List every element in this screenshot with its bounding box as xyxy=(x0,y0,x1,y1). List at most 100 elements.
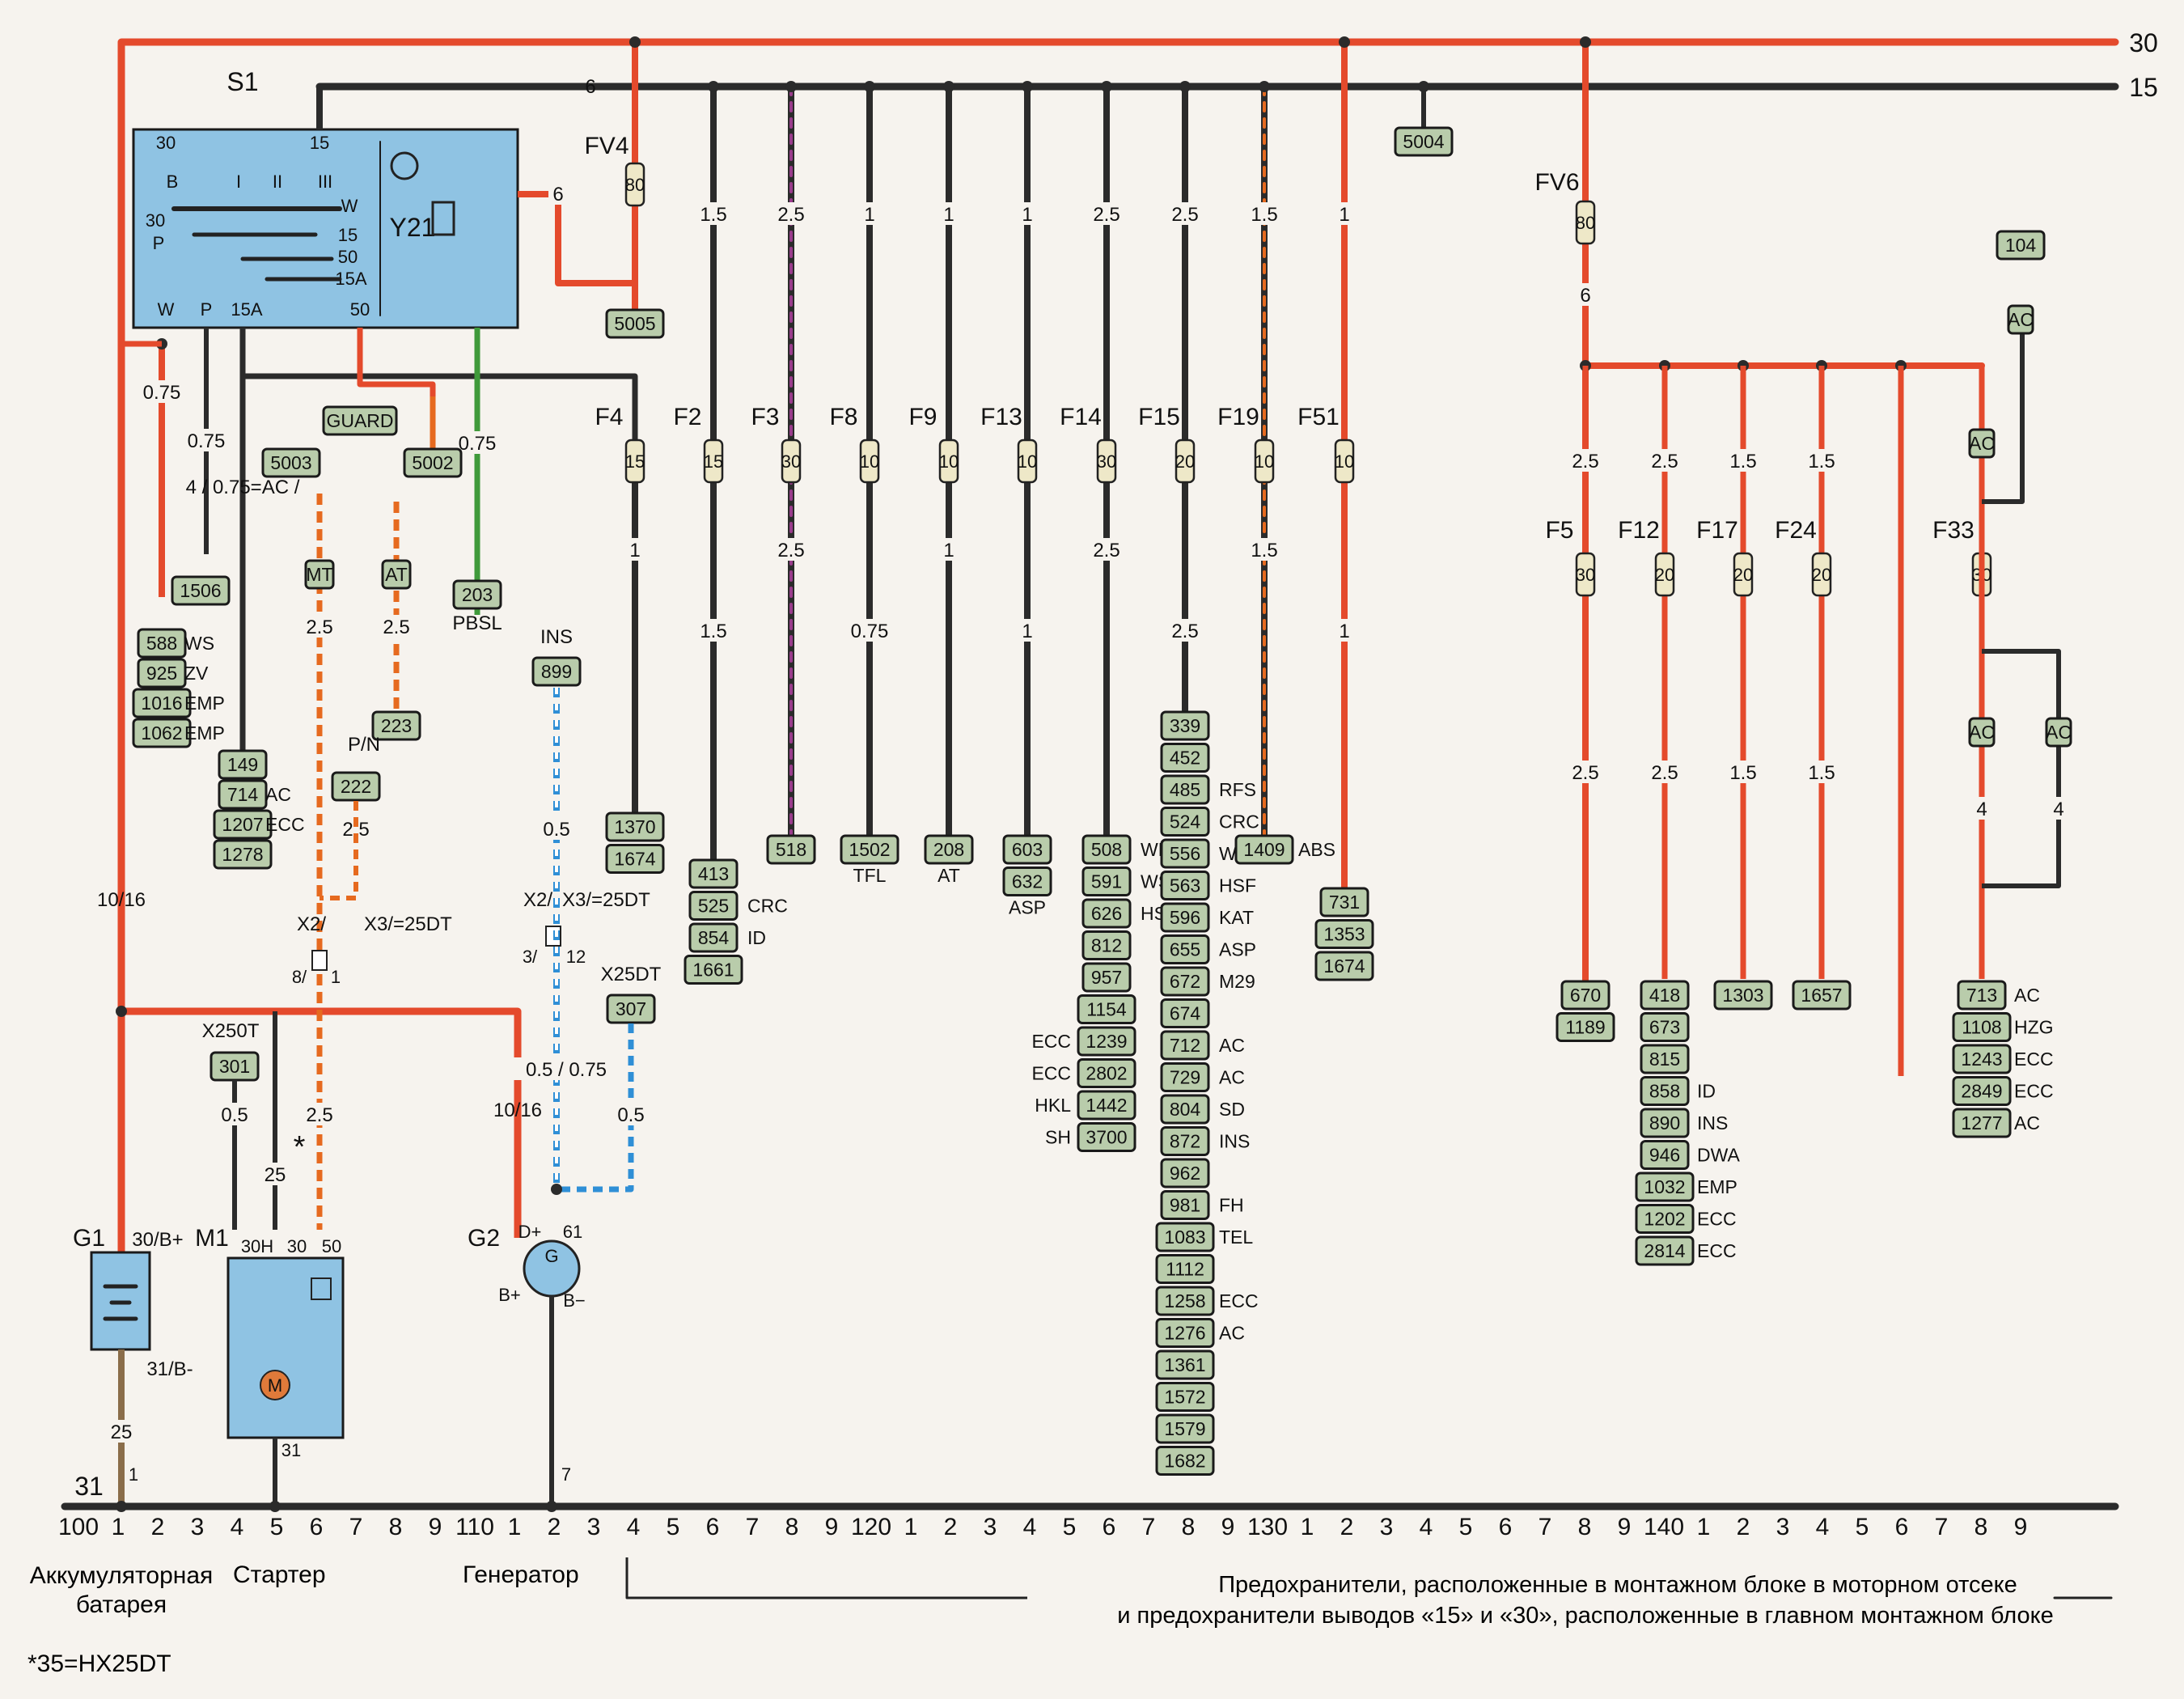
wire-label: 4 xyxy=(1976,799,1987,820)
connector-tag-981-box xyxy=(1160,1190,1210,1220)
wire-label: 0.5 xyxy=(221,1104,248,1126)
junction xyxy=(629,36,641,48)
connector-tag-815-box xyxy=(1640,1044,1690,1074)
wire-label: 6 xyxy=(552,184,563,205)
fuse-f15-body xyxy=(1175,439,1196,484)
connector-tag-713: 713 xyxy=(1966,985,1997,1006)
connector-tag-588-box xyxy=(137,628,187,659)
fuse-f8-body xyxy=(859,439,880,484)
scale-tick-label: 3 xyxy=(1776,1514,1790,1540)
x25dt-wire xyxy=(557,1023,634,1193)
scale-tick-label: 8 xyxy=(389,1514,403,1540)
scale-tick-label: 9 xyxy=(1618,1514,1632,1540)
tag-label: HSF xyxy=(1219,875,1256,896)
tag-label: ZV xyxy=(184,663,209,684)
scale-tick-label: 3 xyxy=(984,1514,997,1540)
tag-label: ASP xyxy=(1009,897,1046,918)
junction xyxy=(1101,81,1112,92)
scale-tick-label: 110 xyxy=(455,1514,494,1540)
rail-31-label: 31 xyxy=(74,1472,104,1501)
tag-label: ASP xyxy=(1219,939,1256,960)
tag-label: KAT xyxy=(1219,907,1254,928)
scale-tick-label: 1 xyxy=(112,1514,125,1540)
wire-label: 1 xyxy=(943,540,954,561)
wire-label-bg xyxy=(1245,202,1284,225)
terminal-label: 50 xyxy=(338,247,358,267)
connector-tag-1189: 1189 xyxy=(1565,1017,1605,1038)
connector-label: X2/ xyxy=(523,889,552,911)
connector-tag-872-box xyxy=(1160,1126,1210,1156)
tag-label: AT xyxy=(938,865,960,886)
fuse-f15-rating: 20 xyxy=(1175,451,1195,472)
wire-label-bg xyxy=(772,538,811,561)
connector-tag-5004: 5004 xyxy=(1403,131,1444,152)
junction xyxy=(1418,81,1429,92)
wire-label-bg xyxy=(1576,283,1595,306)
connector-tag-925: 925 xyxy=(146,663,177,684)
connector-tag-632-box xyxy=(1002,866,1052,896)
connector-tag-962: 962 xyxy=(1170,1163,1200,1184)
connector-tag-1442: 1442 xyxy=(1086,1095,1127,1116)
wire-label-bg xyxy=(108,1420,135,1443)
ac-relay-tag: AC xyxy=(1969,433,1995,454)
connector-tag-508-box xyxy=(1081,834,1132,865)
connector-tag-673: 673 xyxy=(1649,1017,1680,1038)
tag-label: SD xyxy=(1219,1099,1245,1120)
scale-tick-label: 5 xyxy=(667,1514,680,1540)
connector-tag-1243: 1243 xyxy=(1961,1049,2002,1070)
wire-label-bg xyxy=(1645,761,1684,783)
scale-tick-label: 7 xyxy=(1539,1514,1552,1540)
ac-relay-tag: AC xyxy=(2008,309,2034,330)
wire-label: 1.5 xyxy=(1729,762,1756,784)
tag-label: AC xyxy=(1219,1067,1245,1088)
connector-tag-5002: 5002 xyxy=(412,452,453,473)
connector-tag-563: 563 xyxy=(1170,875,1200,896)
connector-tag-731: 731 xyxy=(1329,892,1360,913)
junction xyxy=(1259,81,1270,92)
connector-tag-872: 872 xyxy=(1170,1131,1200,1152)
pn-label: P/N xyxy=(348,734,380,756)
scale-tick-label: 5 xyxy=(1459,1514,1473,1540)
wire-label: 1 xyxy=(1022,621,1032,642)
wire-label: 2.5 xyxy=(1171,621,1198,642)
connector-tag-957-box xyxy=(1081,962,1132,993)
g1-neg-label: 31/B- xyxy=(146,1358,193,1380)
connector-tag-591: 591 xyxy=(1091,871,1122,892)
ac-relay-tag-box xyxy=(1968,717,1996,748)
tag-label: ECC xyxy=(2014,1049,2054,1070)
connector-tag-2802-box xyxy=(1077,1058,1136,1088)
tag-label: AC xyxy=(1219,1323,1245,1344)
scale-tick-label: 4 xyxy=(1420,1514,1433,1540)
fuse-f2-body xyxy=(703,439,724,484)
scale-tick-label: 4 xyxy=(1023,1514,1037,1540)
wire-label: 1.5 xyxy=(1808,762,1835,784)
fuse-name-f5: F5 xyxy=(1545,517,1573,544)
scale-tick-label: 130 xyxy=(1247,1514,1288,1540)
tag-label: ID xyxy=(747,927,766,948)
connector-tag-674-box xyxy=(1160,998,1210,1028)
tag-label: HKL xyxy=(1035,1095,1071,1116)
scale-tick-label: 2 xyxy=(548,1514,561,1540)
terminal-label: P xyxy=(153,233,165,253)
tag-label: ECC xyxy=(1031,1063,1071,1084)
connector-tag-203-box xyxy=(452,579,502,610)
connector-tag-1032-box xyxy=(1635,1172,1695,1202)
connector-tag-1239: 1239 xyxy=(1086,1031,1127,1052)
connector-tag-1506-box xyxy=(171,575,231,606)
wire-label-bg xyxy=(1018,202,1037,225)
g1-label: G1 xyxy=(73,1225,105,1252)
connector-tag-223: 223 xyxy=(381,715,412,736)
connector-tag-804: 804 xyxy=(1170,1099,1201,1120)
connector-tag-524: 524 xyxy=(1170,811,1201,833)
connector-tag-307-box xyxy=(606,994,656,1024)
fuse-name-f2: F2 xyxy=(673,404,701,430)
junction xyxy=(551,1184,562,1195)
pbsl-label: PBSL xyxy=(452,612,502,634)
connector-tag-2802: 2802 xyxy=(1086,1063,1127,1084)
connector-tag-5003: 5003 xyxy=(270,452,311,473)
m1-term-label: 30H xyxy=(241,1236,273,1256)
fuse-f51-rating: 10 xyxy=(1335,451,1354,472)
connector-tag-1370-box xyxy=(605,811,665,842)
rail-15-label: 15 xyxy=(2129,73,2158,102)
fuse-name-f15: F15 xyxy=(1138,404,1180,430)
